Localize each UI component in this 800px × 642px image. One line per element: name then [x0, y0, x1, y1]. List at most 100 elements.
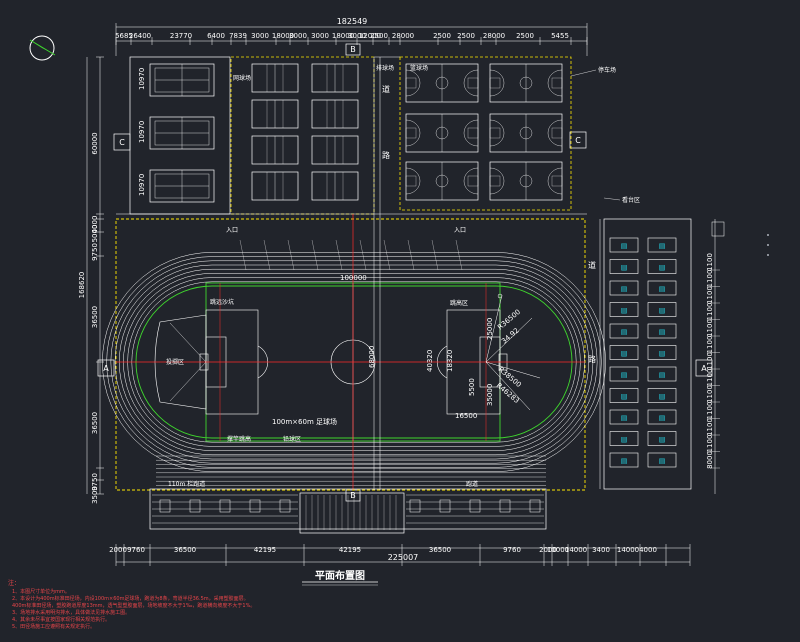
parking-bay: [647, 366, 677, 382]
left-dim-label: 9750: [91, 243, 99, 261]
svg-text:▤: ▤: [621, 264, 628, 272]
svg-text:35000: 35000: [486, 384, 494, 406]
track-lane: [119, 268, 589, 456]
svg-text:25000: 25000: [486, 318, 494, 340]
parking-bay: [647, 345, 677, 360]
scrollbar-dots[interactable]: [766, 234, 770, 264]
entry-label-2: 入口: [454, 227, 466, 234]
bottom-dim-label: 2000: [539, 546, 557, 554]
svg-text:▤: ▤: [659, 414, 666, 422]
top-dim-label: 2500: [370, 32, 388, 40]
svg-text:▤: ▤: [659, 393, 666, 401]
svg-text:18320: 18320: [446, 350, 454, 372]
right-dim-label: 1100: [706, 352, 714, 370]
top-dim-label: 3000: [348, 32, 366, 40]
field-length-dim: 100000: [340, 274, 367, 282]
top-dim-label: 26400: [129, 32, 151, 40]
right-dim-label: 1100: [706, 369, 714, 387]
throw-area-label: 投掷区: [166, 358, 184, 366]
parking-bay: [647, 388, 677, 403]
note-line: 2、本设计为400m标准田径场，内设100m×60m足球场，跑道为8条，弯道半径…: [12, 595, 249, 602]
track-lane: [135, 285, 573, 439]
svg-text:C: C: [575, 136, 581, 145]
road-label-upper-2: 路: [382, 150, 390, 160]
parking-bay: [647, 237, 677, 253]
section-marker-b-top: B: [345, 43, 361, 56]
svg-text:▤: ▤: [659, 242, 666, 250]
svg-text:▤: ▤: [621, 436, 628, 444]
running-track: [102, 239, 606, 486]
tennis-label: 网球场: [233, 74, 251, 82]
notes-block: 注： 1、本图尺寸单位为mm。 2、本设计为400m标准田径场，内设100m×6…: [8, 579, 255, 630]
svg-text:10970: 10970: [138, 121, 146, 143]
top-dim-label: 7839: [229, 32, 247, 40]
parking-bay: [609, 302, 639, 317]
parking-bay: [647, 409, 677, 425]
parking-bay: [609, 452, 639, 468]
runway-label: 跑道: [466, 480, 478, 488]
bottom-dim-label: 42195: [339, 546, 361, 554]
svg-text:10970: 10970: [138, 68, 146, 90]
top-dim-label: 3000: [289, 32, 307, 40]
left-dim-label: 9750: [91, 473, 99, 491]
svg-text:▤: ▤: [659, 350, 666, 358]
entry-label: 入口: [226, 227, 238, 234]
parking-bay: [609, 237, 639, 253]
parking-bay: [609, 431, 639, 446]
bottom-dim-label: 4000: [639, 546, 657, 554]
parking-bay: [609, 388, 639, 403]
section-marker-c-right: C: [569, 131, 587, 149]
svg-text:▤: ▤: [621, 285, 628, 293]
right-dim-label: 1100: [706, 418, 714, 436]
pole-label: 撑竿跳高: [227, 435, 251, 443]
left-dim-label: 3500: [91, 486, 99, 504]
parking-bay: [647, 431, 677, 446]
svg-text:▤: ▤: [621, 414, 628, 422]
top-dim-label: 6400: [207, 32, 225, 40]
top-dim-label: 23770: [170, 32, 192, 40]
parking-bay: [647, 452, 677, 468]
area-label-right: 跳高区: [450, 299, 468, 307]
north-arrow-icon: [29, 35, 56, 61]
right-dim-label: 1100: [706, 253, 714, 271]
track-lane: [131, 281, 577, 443]
right-dim-label: 1100: [706, 270, 714, 288]
bottom-dim-label: 10000: [547, 546, 569, 554]
svg-text:B: B: [350, 491, 356, 500]
left-dim-label: 60000: [91, 132, 99, 154]
upper-courts-area: [129, 56, 572, 215]
svg-text:5500: 5500: [468, 378, 476, 396]
top-dim-label: 2500: [516, 32, 534, 40]
note-line: 1、本图尺寸单位为mm。: [12, 588, 70, 595]
svg-text:▤: ▤: [659, 328, 666, 336]
note-line: 4、其余未尽事宜按国家现行相关规范执行。: [12, 616, 110, 623]
left-dim-label: 4000: [91, 216, 99, 234]
drawing-title: 平面布置图: [315, 569, 365, 582]
top-dim-label: 3000: [311, 32, 329, 40]
stand-label: 看台区: [622, 196, 640, 204]
parking-label: 停车场: [598, 66, 616, 74]
right-dim-label: 1100: [706, 286, 714, 304]
track-lane: [102, 252, 606, 472]
right-dim-label: 1100: [706, 385, 714, 403]
top-dim-label: 5455: [551, 32, 569, 40]
top-dim-label: 28000: [392, 32, 414, 40]
track-lane: [114, 264, 594, 460]
notes-heading: 注：: [8, 579, 20, 587]
top-dim-label: 12000: [359, 32, 381, 40]
svg-text:C: C: [119, 138, 125, 147]
top-dim-label: 28000: [483, 32, 505, 40]
basket-label: 篮球场: [410, 64, 428, 72]
right-dims: 1100110011001100110011001100110011001100…: [706, 253, 720, 469]
shot-label: 铅球区: [283, 435, 301, 443]
top-dim-label: 5685: [115, 32, 133, 40]
bottom-dim-label: 9760: [503, 546, 521, 554]
track-lane: [127, 277, 581, 447]
svg-text:▤: ▤: [659, 436, 666, 444]
svg-text:▤: ▤: [659, 285, 666, 293]
field-width-dim: 68000: [368, 346, 376, 368]
